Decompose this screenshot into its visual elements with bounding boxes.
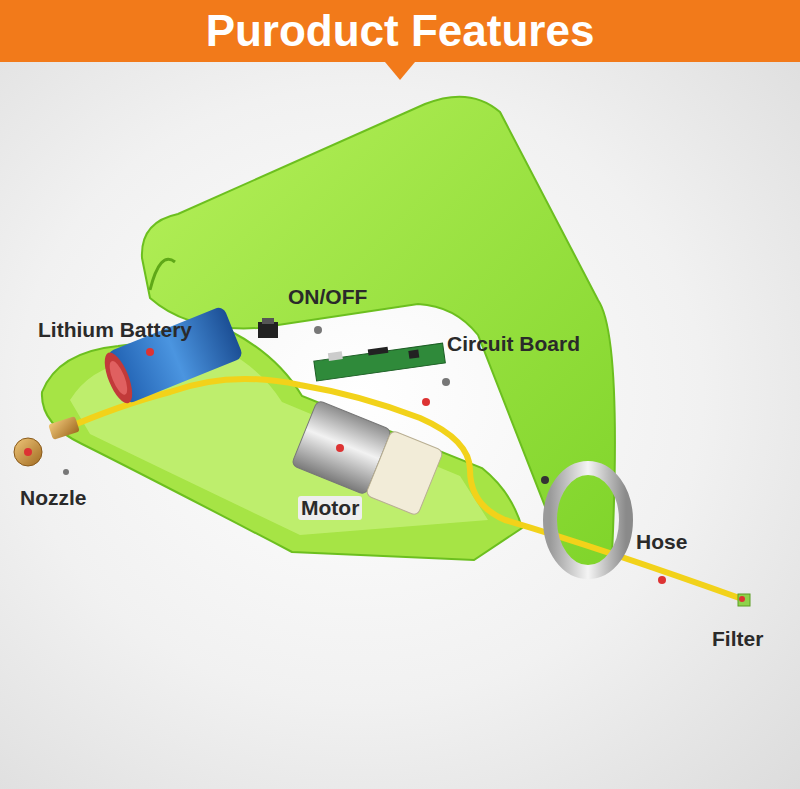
marker-dot	[24, 448, 32, 456]
screw	[541, 476, 549, 484]
part-label: Circuit Board	[447, 332, 580, 356]
part-label: Hose	[636, 530, 687, 554]
nozzle	[14, 438, 42, 466]
part-label: Lithium Battery	[38, 318, 192, 342]
marker-dot	[422, 398, 430, 406]
part-label: Filter	[712, 627, 763, 651]
header-pointer	[385, 62, 415, 80]
circuit-board	[313, 337, 445, 381]
hose	[62, 379, 745, 600]
switch	[258, 322, 278, 338]
marker-dot	[146, 348, 154, 356]
ring	[550, 468, 626, 572]
cover-notch	[150, 259, 175, 290]
page-title: Puroduct Features	[0, 6, 800, 57]
marker-dot	[739, 596, 745, 602]
screw	[63, 469, 69, 475]
bottom-housing	[42, 332, 522, 560]
filter	[738, 594, 750, 606]
screw	[442, 378, 450, 386]
part-label: ON/OFF	[288, 285, 367, 309]
nozzle-fitting	[48, 416, 80, 440]
screw	[314, 326, 322, 334]
marker-dot	[336, 444, 344, 452]
header-band	[0, 0, 800, 62]
part-label: Motor	[298, 496, 362, 520]
part-label: Nozzle	[20, 486, 87, 510]
switch-button	[262, 318, 274, 324]
marker-dot	[658, 576, 666, 584]
